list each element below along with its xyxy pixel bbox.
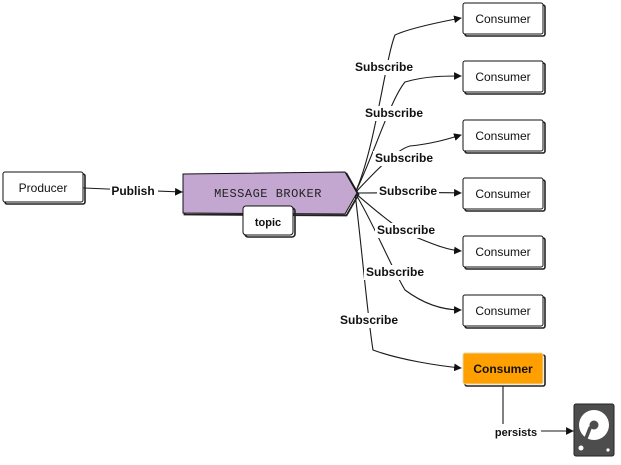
consumer-box [462, 177, 544, 210]
broker-label: MESSAGE BROKER [214, 187, 322, 201]
consumer-node-4[interactable]: Consumer [462, 177, 546, 212]
subscribe-label-bg [377, 184, 439, 199]
consumer-box [462, 60, 544, 93]
subscribe-edge-label-2: Subscribe [365, 106, 423, 120]
subscribe-label-bg [364, 265, 426, 280]
consumer-node-3[interactable]: Consumer [462, 119, 546, 154]
subscribe-edge-6 [354, 192, 462, 314]
consumer-box [462, 235, 544, 268]
consumer-node-7[interactable]: Consumer [462, 352, 546, 387]
subscribe-edge-7 [354, 192, 462, 372]
subscribe-label-bg [338, 313, 400, 328]
subscribe-edge-2 [354, 72, 462, 194]
subscribe-edge-label-7: Subscribe [340, 313, 398, 327]
consumer-label: Consumer [475, 245, 530, 259]
consumer-label: Consumer [473, 362, 533, 376]
subscribe-edge-label-1: Subscribe [355, 60, 413, 74]
consumer-box [462, 2, 544, 35]
consumer-label: Consumer [475, 129, 530, 143]
subscribe-edge-3 [354, 133, 462, 194]
consumer-label: Consumer [475, 12, 530, 26]
persists-edge: persists [493, 385, 574, 439]
publish-edge: Publish [83, 183, 183, 198]
consumer-box [462, 352, 544, 385]
topic-tag[interactable]: topic [242, 205, 296, 238]
subscribe-edge-label-5: Subscribe [377, 223, 435, 237]
consumer-node-1[interactable]: Consumer [462, 2, 546, 37]
subscribe-label-bg [363, 106, 425, 121]
producer-node[interactable]: Producer [2, 171, 86, 205]
publish-edge-label: Publish [111, 184, 154, 198]
consumer-node-2[interactable]: Consumer [462, 60, 546, 95]
subscribe-label-bg [375, 223, 437, 238]
subscribe-edge-1 [354, 15, 462, 194]
subscribe-label-bg [373, 151, 435, 166]
subscribe-label-bg [353, 60, 415, 75]
consumer-node-6[interactable]: Consumer [462, 294, 546, 329]
persists-edge-label: persists [495, 427, 537, 439]
producer-label: Producer [19, 181, 68, 195]
subscribe-edge-label-3: Subscribe [375, 151, 433, 165]
subscribe-labels-layer: SubscribeSubscribeSubscribeSubscribeSubs… [338, 60, 439, 328]
subscribe-edge-label-6: Subscribe [366, 265, 424, 279]
consumer-node-5[interactable]: Consumer [462, 235, 546, 270]
topic-tag-label: topic [255, 217, 281, 229]
hard-disk-icon[interactable] [573, 403, 615, 457]
consumer-label: Consumer [475, 187, 530, 201]
subscribe-edge-label-4: Subscribe [379, 184, 437, 198]
consumer-box [462, 294, 544, 327]
consumers-layer: ConsumerConsumerConsumerConsumerConsumer… [462, 2, 546, 387]
consumer-label: Consumer [475, 304, 530, 318]
consumer-box [462, 119, 544, 152]
consumer-label: Consumer [475, 70, 530, 84]
message-broker-node[interactable]: MESSAGE BROKER [182, 171, 360, 217]
